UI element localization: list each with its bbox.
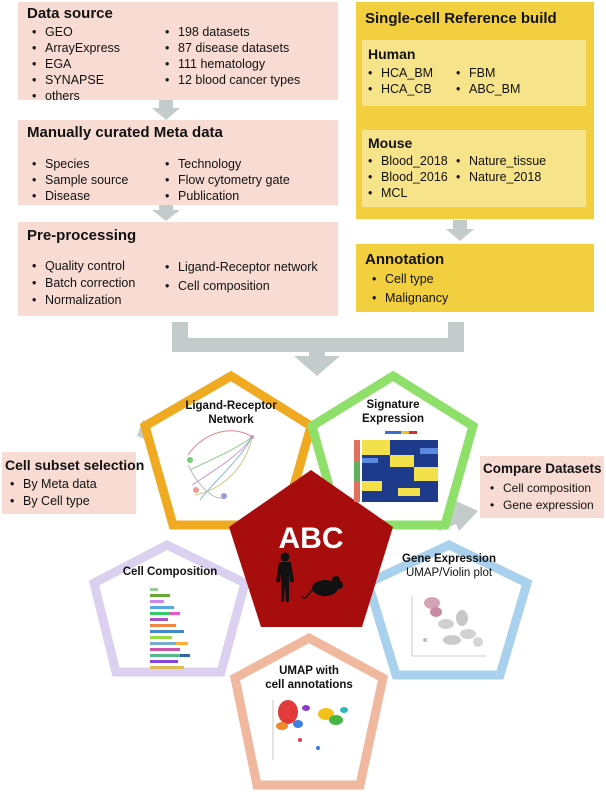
list-item: Cell composition bbox=[163, 277, 318, 296]
list-item: ABC_BM bbox=[454, 81, 520, 97]
list-item: MCL bbox=[366, 185, 448, 201]
list-item: 111 hematology bbox=[163, 56, 300, 72]
umap-pentagon bbox=[229, 632, 389, 790]
mouse-icon bbox=[300, 576, 343, 599]
list-item: Quality control bbox=[30, 258, 135, 275]
umap-label-line1: UMAP with bbox=[279, 665, 339, 677]
compare-datasets-title: Compare Datasets bbox=[483, 461, 602, 476]
list-item: 198 datasets bbox=[163, 24, 300, 40]
list-item: Normalization bbox=[30, 292, 135, 309]
arrow-meta-to-preprocessing bbox=[152, 205, 180, 221]
ligand-label-line2: Network bbox=[208, 414, 254, 426]
list-item: others bbox=[30, 88, 120, 104]
abc-center-label: ABC bbox=[278, 522, 344, 555]
list-item: 87 disease datasets bbox=[163, 40, 300, 56]
data-source-box: Data source GEO ArrayExpress EGA SYNAPSE… bbox=[18, 2, 338, 104]
annotation-box: Annotation Cell type Malignancy bbox=[356, 244, 594, 312]
list-item: Flow cytometry gate bbox=[163, 172, 290, 188]
human-box: Human HCA_BM HCA_CB FBM ABC_BM bbox=[362, 40, 586, 106]
gene-expression-umap bbox=[411, 596, 486, 657]
cell-subset-box: Cell subset selection By Meta data By Ce… bbox=[2, 452, 144, 514]
list-item: Cell type bbox=[370, 270, 448, 289]
human-list-2: FBM ABC_BM bbox=[454, 65, 520, 97]
arrow-datasource-to-meta bbox=[152, 100, 180, 120]
reference-build-title: Single-cell Reference build bbox=[365, 10, 557, 27]
preprocessing-box: Pre-processing Quality control Batch cor… bbox=[18, 222, 338, 316]
ligand-label-line1: Ligand-Receptor bbox=[185, 400, 277, 412]
list-item: Blood_2016 bbox=[366, 169, 448, 185]
composition-label: Cell Composition bbox=[122, 566, 218, 578]
mouse-list-1: Blood_2018 Blood_2016 MCL bbox=[366, 153, 448, 201]
list-item: Sample source bbox=[30, 172, 128, 188]
arrow-merge-to-abc bbox=[172, 322, 464, 376]
list-item: By Meta data bbox=[8, 476, 97, 493]
list-item: Malignancy bbox=[370, 289, 448, 308]
gene-pentagon bbox=[362, 540, 533, 680]
list-item: EGA bbox=[30, 56, 120, 72]
data-source-title: Data source bbox=[27, 5, 113, 22]
preprocessing-list-2: Ligand-Receptor network Cell composition bbox=[163, 258, 318, 296]
data-source-list-2: 198 datasets 87 disease datasets 111 hem… bbox=[163, 24, 300, 88]
list-item: Nature_tissue bbox=[454, 153, 546, 169]
list-item: Batch correction bbox=[30, 275, 135, 292]
human-list-1: HCA_BM HCA_CB bbox=[366, 65, 433, 97]
list-item: FBM bbox=[454, 65, 520, 81]
mouse-list-2: Nature_tissue Nature_2018 bbox=[454, 153, 546, 185]
human-title: Human bbox=[368, 46, 416, 62]
annotation-list: Cell type Malignancy bbox=[370, 270, 448, 308]
mouse-title: Mouse bbox=[368, 135, 413, 151]
compare-list: Cell composition Gene expression bbox=[488, 480, 594, 514]
list-item: GEO bbox=[30, 24, 120, 40]
abc-center-pentagon bbox=[229, 470, 393, 627]
meta-list-1: Species Sample source Disease bbox=[30, 156, 128, 204]
preprocessing-title: Pre-processing bbox=[27, 227, 137, 244]
list-item: Gene expression bbox=[488, 497, 594, 514]
meta-data-box: Manually curated Meta data Species Sampl… bbox=[18, 120, 338, 205]
cell-subset-list: By Meta data By Cell type bbox=[8, 476, 97, 510]
annotation-title: Annotation bbox=[365, 251, 445, 268]
gene-label-line1: Gene Expression bbox=[402, 553, 496, 565]
cell-subset-title: Cell subset selection bbox=[5, 457, 145, 473]
composition-barplot bbox=[150, 588, 190, 669]
data-source-list-1: GEO ArrayExpress EGA SYNAPSE others bbox=[30, 24, 120, 104]
reference-build-box: Single-cell Reference build Human HCA_BM… bbox=[356, 2, 594, 219]
list-item: Blood_2018 bbox=[366, 153, 448, 169]
arrow-reference-to-annotation bbox=[446, 220, 474, 241]
compare-datasets-box: Compare Datasets Cell composition Gene e… bbox=[480, 456, 604, 518]
list-item: SYNAPSE bbox=[30, 72, 120, 88]
list-item: Cell composition bbox=[488, 480, 594, 497]
ligand-pentagon bbox=[139, 370, 317, 530]
list-item: Disease bbox=[30, 188, 128, 204]
list-item: HCA_CB bbox=[366, 81, 433, 97]
human-icon bbox=[276, 552, 294, 602]
signature-label-line2: Expression bbox=[362, 413, 424, 425]
list-item: Publication bbox=[163, 188, 290, 204]
list-item: ArrayExpress bbox=[30, 40, 120, 56]
ligand-network-plot bbox=[187, 430, 254, 501]
umap-label-line2: cell annotations bbox=[265, 679, 353, 691]
signature-label-line1: Signature bbox=[366, 399, 420, 411]
list-item: 12 blood cancer types bbox=[163, 72, 300, 88]
list-item: Nature_2018 bbox=[454, 169, 546, 185]
meta-list-2: Technology Flow cytometry gate Publicati… bbox=[163, 156, 290, 204]
meta-data-title: Manually curated Meta data bbox=[27, 124, 223, 141]
gene-label-line2: UMAP/Violin plot bbox=[405, 567, 493, 579]
signature-heatmap bbox=[354, 431, 438, 502]
list-item: HCA_BM bbox=[366, 65, 433, 81]
mouse-box: Mouse Blood_2018 Blood_2016 MCL Nature_t… bbox=[362, 130, 586, 207]
list-item: Species bbox=[30, 156, 128, 172]
list-item: By Cell type bbox=[8, 493, 97, 510]
annotated-umap bbox=[272, 700, 348, 760]
list-item: Technology bbox=[163, 156, 290, 172]
list-item: Ligand-Receptor network bbox=[163, 258, 318, 277]
preprocessing-list-1: Quality control Batch correction Normali… bbox=[30, 258, 135, 309]
